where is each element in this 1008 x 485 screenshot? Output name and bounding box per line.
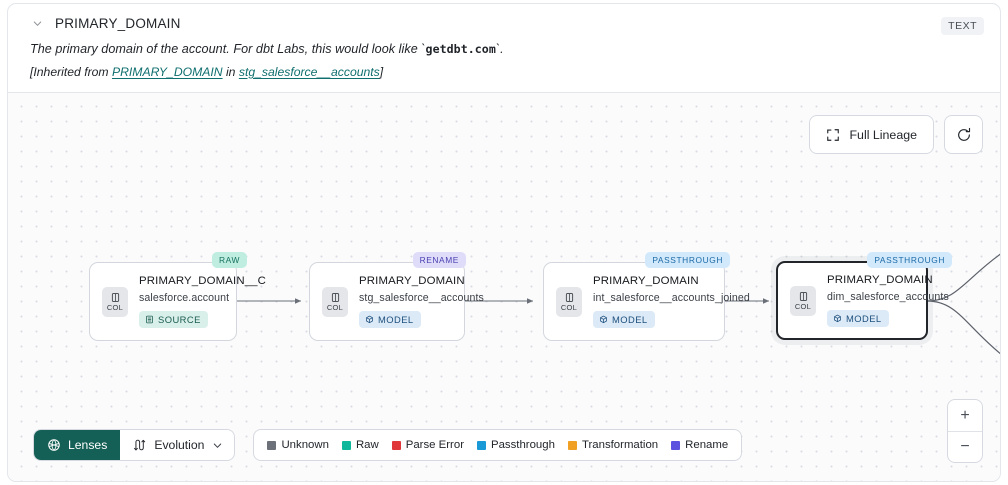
legend-swatch-rename: [671, 440, 681, 450]
node-kind-label: MODEL: [612, 313, 648, 325]
node-title: PRIMARY_DOMAIN: [359, 274, 465, 287]
node-source: stg_salesforce__accounts: [359, 291, 484, 304]
column-chip: COL: [322, 286, 348, 317]
column-icon: [331, 292, 339, 302]
expand-corners-icon: [827, 128, 840, 141]
node-badge-rename: RENAME: [412, 252, 466, 268]
refresh-button[interactable]: [944, 115, 983, 154]
refresh-icon: [957, 127, 970, 141]
inherited-model-link[interactable]: stg_salesforce__accounts: [238, 65, 380, 79]
column-chip: COL: [102, 286, 128, 317]
canvas-bottom-toolbar: Lenses Evolution Unknown: [33, 429, 743, 461]
column-chip: COL: [790, 285, 816, 316]
legend-label: Transformation: [581, 439, 659, 451]
chevron-down-icon: [214, 443, 222, 448]
legend-label: Parse Error: [405, 439, 464, 451]
inherited-middle: in: [222, 65, 239, 79]
cube-icon: [366, 315, 373, 323]
lineage-legend: Unknown Raw Parse Error Passthrough Tran…: [253, 429, 743, 461]
panel-header: PRIMARY_DOMAIN TEXT The primary domain o…: [8, 4, 1000, 92]
lineage-node-stg-salesforce-accounts[interactable]: RENAME COL PRIMARY_DOMAIN stg_salesforce…: [309, 252, 484, 341]
cube-icon: [600, 315, 607, 323]
legend-item: Raw: [341, 439, 379, 451]
legend-swatch-passthrough: [476, 440, 486, 450]
node-kind-badge: SOURCE: [139, 310, 208, 328]
lineage-node-int-salesforce-accounts-joined[interactable]: PASSTHROUGH COL PRIMARY_DOMAIN int_sales…: [543, 252, 750, 341]
description-code: getdbt.com: [425, 42, 496, 56]
description-suffix: `.: [495, 42, 504, 56]
edge-out-lower: [926, 300, 1000, 355]
legend-label: Passthrough: [490, 439, 555, 451]
column-description: The primary domain of the account. For d…: [30, 42, 984, 56]
lenses-evolution-group: Lenses Evolution: [33, 429, 236, 461]
legend-item: Parse Error: [391, 439, 464, 451]
column-icon: [111, 292, 119, 302]
cube-icon: [834, 314, 841, 322]
column-chip-label: COL: [794, 301, 812, 311]
description-text: The primary domain of the account. For d…: [30, 42, 426, 56]
column-chip-label: COL: [106, 302, 124, 312]
legend-label: Unknown: [281, 439, 329, 451]
lineage-node-primary-domain-c[interactable]: RAW COL PRIMARY_DOMAIN__C salesforce.acc…: [89, 252, 266, 341]
full-lineage-label: Full Lineage: [849, 127, 917, 142]
column-chip-label: COL: [560, 302, 578, 312]
zoom-in-button[interactable]: +: [960, 406, 970, 424]
database-icon: [146, 315, 153, 323]
page-title: PRIMARY_DOMAIN: [55, 16, 181, 31]
lenses-label: Lenses: [68, 438, 108, 452]
lineage-edges: [237, 253, 1000, 355]
edge-out-upper: [926, 253, 1000, 302]
inherited-column-link[interactable]: PRIMARY_DOMAIN: [111, 65, 223, 79]
node-title: PRIMARY_DOMAIN__C: [139, 274, 267, 287]
inherited-suffix: ]: [379, 65, 384, 79]
legend-swatch-transformation: [567, 440, 577, 450]
inherited-from-note: [Inherited from PRIMARY_DOMAIN in stg_sa…: [30, 65, 984, 79]
column-icon: [799, 291, 807, 301]
column-chip-label: COL: [326, 302, 344, 312]
node-kind-badge: MODEL: [827, 309, 889, 327]
evolution-dropdown[interactable]: Evolution: [120, 430, 234, 460]
evolution-label: Evolution: [154, 438, 205, 452]
full-lineage-button[interactable]: Full Lineage: [809, 115, 934, 154]
lenses-button[interactable]: Lenses: [34, 430, 121, 460]
zoom-controls: + −: [947, 399, 983, 463]
legend-swatch-raw: [341, 440, 351, 450]
column-chip: COL: [556, 286, 582, 317]
canvas-top-controls: Full Lineage: [809, 115, 983, 154]
legend-label: Raw: [355, 439, 379, 451]
lineage-canvas[interactable]: RAW COL PRIMARY_DOMAIN__C salesforce.acc…: [8, 92, 1000, 481]
node-source: int_salesforce__accounts_joined: [593, 291, 750, 304]
legend-item: Transformation: [567, 439, 659, 451]
node-kind-label: MODEL: [378, 313, 414, 325]
node-source: salesforce.account: [139, 291, 230, 304]
node-title: PRIMARY_DOMAIN: [827, 273, 933, 286]
node-source: dim_salesforce_accounts: [827, 290, 949, 303]
legend-item: Rename: [671, 439, 728, 451]
lens-icon: [48, 439, 60, 451]
node-kind-label: MODEL: [846, 312, 882, 324]
sort-arrows-icon: [134, 439, 146, 451]
node-kind-badge: MODEL: [359, 310, 421, 328]
node-kind-label: SOURCE: [158, 313, 201, 325]
column-type-badge: TEXT: [941, 17, 984, 35]
zoom-out-button[interactable]: −: [948, 431, 982, 462]
legend-swatch-unknown: [267, 440, 277, 450]
node-badge-raw: RAW: [211, 252, 247, 268]
legend-item: Unknown: [267, 439, 329, 451]
node-badge-passthrough: PASSTHROUGH: [645, 252, 730, 268]
inherited-prefix: [Inherited from: [30, 65, 112, 79]
chevron-down-icon[interactable]: [30, 17, 44, 31]
node-title: PRIMARY_DOMAIN: [593, 274, 699, 287]
legend-label: Rename: [685, 439, 729, 451]
legend-item: Passthrough: [476, 439, 555, 451]
column-icon: [565, 292, 573, 302]
legend-swatch-parse-error: [391, 440, 401, 450]
column-lineage-panel: PRIMARY_DOMAIN TEXT The primary domain o…: [7, 3, 1001, 482]
node-kind-badge: MODEL: [593, 310, 655, 328]
node-badge-passthrough: PASSTHROUGH: [867, 252, 952, 268]
lineage-node-dim-salesforce-accounts[interactable]: PASSTHROUGH COL PRIMARY_DOMAIN dim_sales…: [776, 252, 952, 340]
